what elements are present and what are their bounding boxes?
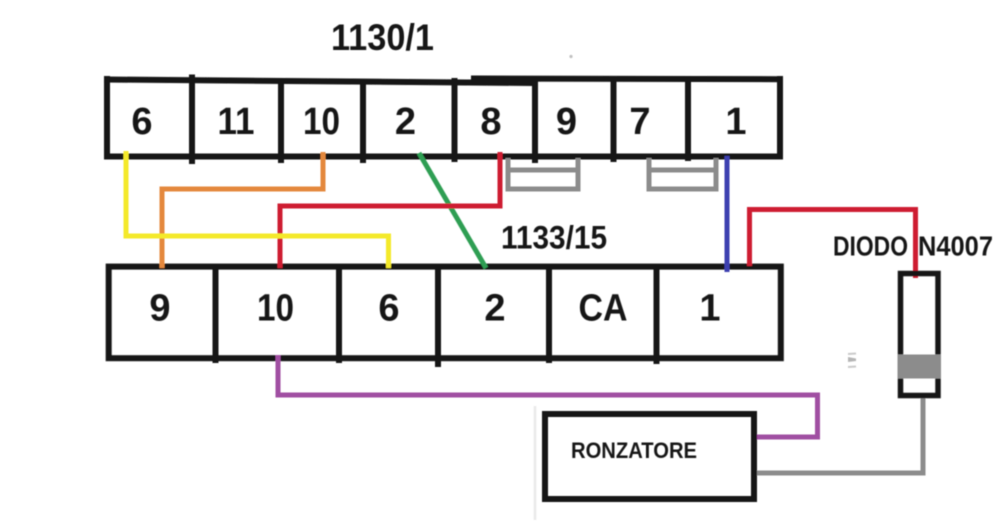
- svg-text:1133/15: 1133/15: [501, 220, 607, 256]
- svg-text:1: 1: [725, 101, 746, 143]
- svg-text:11: 11: [218, 101, 255, 143]
- svg-text:1130/1: 1130/1: [331, 17, 434, 58]
- svg-text:9: 9: [556, 101, 577, 143]
- svg-text:7: 7: [629, 101, 650, 143]
- svg-text:DIODO: DIODO: [833, 231, 908, 262]
- svg-text:10: 10: [257, 288, 294, 330]
- svg-text:6: 6: [131, 101, 152, 143]
- svg-text:N4007: N4007: [918, 231, 993, 262]
- svg-text:CA: CA: [579, 288, 628, 330]
- svg-text:10: 10: [303, 101, 340, 143]
- svg-text:6: 6: [378, 288, 399, 330]
- svg-text:1: 1: [699, 288, 720, 330]
- svg-text:9: 9: [149, 288, 170, 330]
- svg-text:2: 2: [395, 101, 416, 143]
- svg-text:2: 2: [484, 288, 505, 330]
- svg-text:8: 8: [480, 101, 501, 143]
- svg-text:RONZATORE: RONZATORE: [571, 438, 697, 463]
